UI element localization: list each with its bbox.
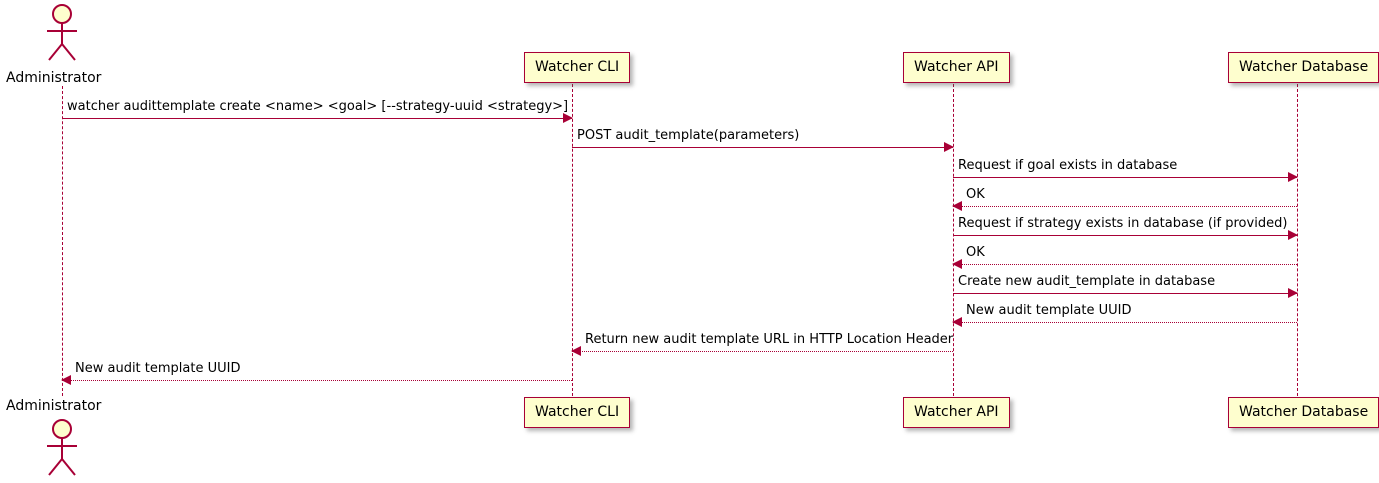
- message-2-line: [572, 147, 953, 148]
- message-6-arrowhead: [952, 259, 962, 269]
- message-1-arrowhead: [563, 113, 573, 123]
- message-6-label: OK: [966, 244, 985, 260]
- message-2-label: POST audit_template(parameters): [577, 127, 800, 143]
- message-4-line: [953, 206, 1297, 207]
- message-7-label: Create new audit_template in database: [958, 273, 1216, 289]
- participant-box-watcher-cli-top[interactable]: Watcher CLI: [524, 52, 631, 83]
- message-6-line: [953, 264, 1297, 265]
- message-3-line: [953, 177, 1297, 178]
- lifeline-watcher-database: [1297, 84, 1298, 396]
- participant-box-watcher-api-top[interactable]: Watcher API: [903, 52, 1010, 83]
- message-2-arrowhead: [944, 142, 954, 152]
- message-1-line: [62, 118, 572, 119]
- lifeline-watcher-api: [953, 84, 954, 396]
- message-3-label: Request if goal exists in database: [958, 157, 1178, 173]
- message-9-label: Return new audit template URL in HTTP Lo…: [585, 331, 954, 347]
- participant-box-watcher-database-top[interactable]: Watcher Database: [1228, 52, 1379, 83]
- actor-administrator-bottom: [38, 419, 86, 476]
- message-5-label: Request if strategy exists in database (…: [958, 215, 1288, 231]
- lifeline-administrator: [62, 86, 63, 396]
- message-10-label: New audit template UUID: [75, 360, 241, 376]
- message-10-arrowhead: [61, 375, 71, 385]
- participant-box-watcher-api-bottom[interactable]: Watcher API: [903, 397, 1010, 428]
- message-4-arrowhead: [952, 201, 962, 211]
- message-7-arrowhead: [1288, 288, 1298, 298]
- message-8-line: [953, 322, 1297, 323]
- message-1-label: watcher audittemplate create <name> <goa…: [67, 98, 569, 114]
- lifeline-watcher-cli: [572, 84, 573, 396]
- participant-box-watcher-database-bottom[interactable]: Watcher Database: [1228, 397, 1379, 428]
- actor-administrator-top: [38, 4, 86, 61]
- participant-box-watcher-cli-bottom[interactable]: Watcher CLI: [524, 397, 631, 428]
- message-9-arrowhead: [571, 346, 581, 356]
- message-3-arrowhead: [1288, 172, 1298, 182]
- message-8-arrowhead: [952, 317, 962, 327]
- message-4-label: OK: [966, 186, 985, 202]
- message-7-line: [953, 293, 1297, 294]
- message-5-line: [953, 235, 1297, 236]
- message-9-line: [572, 351, 953, 352]
- message-8-label: New audit template UUID: [966, 302, 1132, 318]
- actor-label-administrator-top: Administrator: [6, 70, 102, 86]
- message-5-arrowhead: [1288, 230, 1298, 240]
- message-10-line: [62, 380, 572, 381]
- actor-label-administrator-bottom: Administrator: [6, 398, 102, 414]
